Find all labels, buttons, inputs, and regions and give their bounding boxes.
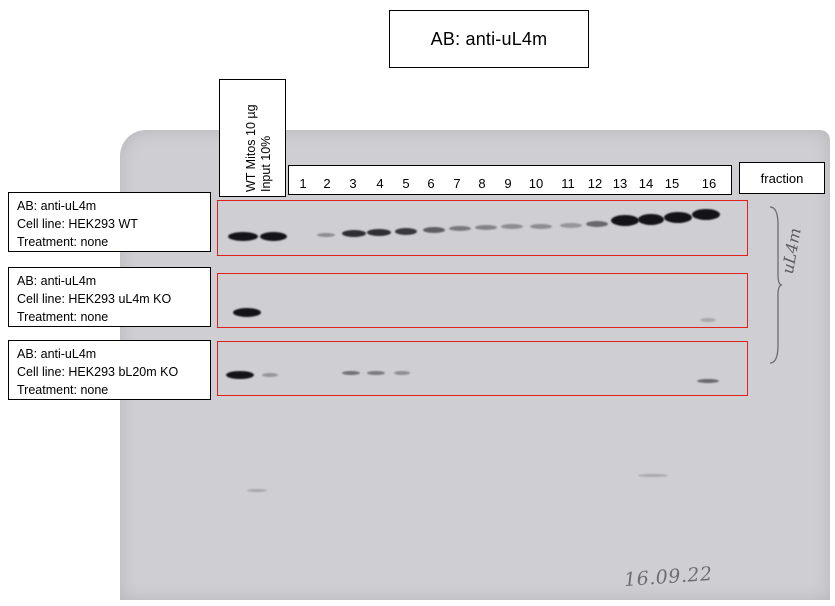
band (692, 209, 720, 220)
fraction-number: 2 (323, 176, 331, 191)
fraction-number: 10 (528, 176, 544, 191)
condition-box-panel-1: AB: anti-uL4m Cell line: HEK293 WT Treat… (8, 192, 211, 252)
band (247, 489, 267, 492)
panel-1-frame (217, 200, 748, 256)
panel-2-frame (217, 273, 748, 328)
band (394, 371, 410, 375)
input-label-line-2: Input 10% (259, 135, 273, 192)
band (530, 224, 552, 229)
fraction-number: 9 (504, 176, 512, 191)
panel-2-antibody: AB: anti-uL4m (17, 274, 97, 288)
band (638, 474, 668, 477)
fraction-numbers-strip: 1 2 3 4 5 6 7 8 9 10 11 12 13 14 15 16 (288, 165, 732, 195)
fraction-number: 11 (561, 176, 575, 191)
band (475, 225, 497, 230)
panel-3-treatment: Treatment: none (17, 383, 109, 397)
band (700, 318, 716, 322)
fraction-number: 14 (638, 176, 654, 191)
input-label-line-1: WT Mitos 10 µg (244, 104, 258, 192)
fraction-number: 6 (427, 176, 435, 191)
band (228, 232, 258, 241)
band (226, 371, 254, 379)
input-label-box (219, 79, 286, 197)
panel-2-treatment: Treatment: none (17, 310, 109, 324)
panel-3-antibody: AB: anti-uL4m (17, 347, 97, 361)
fraction-number: 4 (376, 176, 384, 191)
band (501, 224, 523, 229)
band (260, 232, 287, 241)
band (367, 371, 385, 375)
band (449, 226, 471, 231)
input-label: WT Mitos 10 µg Input 10% (244, 104, 274, 192)
fraction-number: 13 (612, 176, 628, 191)
condition-box-panel-2: AB: anti-uL4m Cell line: HEK293 uL4m KO … (8, 267, 211, 327)
band (560, 223, 582, 228)
band (342, 230, 366, 237)
panel-1-antibody: AB: anti-uL4m (17, 199, 97, 213)
fraction-number: 5 (402, 176, 410, 191)
condition-box-panel-3: AB: anti-uL4m Cell line: HEK293 bL20m KO… (8, 340, 211, 400)
band (317, 233, 335, 237)
fraction-number: 15 (664, 176, 680, 191)
blot-title: AB: anti-uL4m (430, 28, 548, 49)
band (423, 227, 445, 233)
fraction-number: 12 (587, 176, 603, 191)
band (342, 371, 360, 375)
panel-1-cell-line: Cell line: HEK293 WT (17, 217, 138, 231)
band (367, 229, 391, 236)
band (233, 308, 261, 317)
fraction-number: 3 (349, 176, 357, 191)
band (262, 373, 278, 377)
panel-3-frame (217, 341, 748, 396)
band (638, 214, 664, 225)
panel-2-cell-line: Cell line: HEK293 uL4m KO (17, 292, 172, 306)
membrane-blot (120, 130, 830, 600)
fraction-number: 7 (453, 176, 461, 191)
band (586, 221, 608, 227)
title-box: AB: anti-uL4m (389, 10, 589, 68)
bracket-mark (769, 206, 782, 364)
band (697, 379, 719, 383)
fraction-label: fraction (760, 170, 804, 186)
band (611, 215, 639, 226)
fraction-label-box: fraction (739, 162, 825, 194)
fraction-number: 16 (701, 176, 717, 191)
band (395, 228, 417, 235)
band (664, 212, 692, 223)
panel-3-cell-line: Cell line: HEK293 bL20m KO (17, 365, 179, 379)
fraction-number: 1 (299, 176, 307, 191)
fraction-number: 8 (478, 176, 486, 191)
panel-1-treatment: Treatment: none (17, 235, 109, 249)
